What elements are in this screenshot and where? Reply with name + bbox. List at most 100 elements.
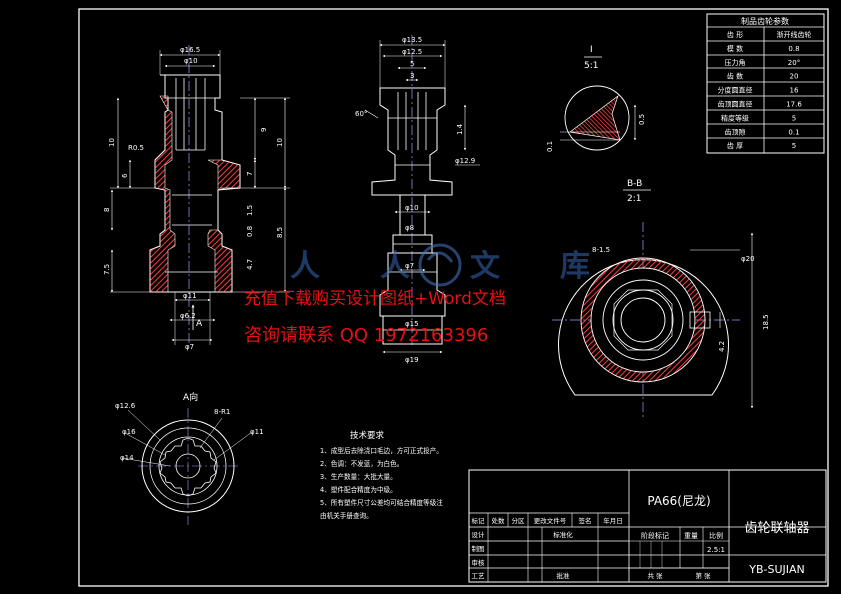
tech-req-title: 技术要求 (350, 430, 385, 441)
dim-front-1: φ10 (184, 57, 198, 65)
dim-front-8: φ6.2 (180, 312, 196, 320)
tech-req-item-2: 3、生产数量：大批大量。 (320, 472, 397, 481)
dim-side-9: φ7 (405, 262, 414, 270)
param-table-title: 制品齿轮参数 (741, 16, 789, 26)
dim-side-1: φ12.5 (402, 48, 422, 56)
tech-req-item-5: 由机关手册查询。 (320, 511, 373, 520)
dim-view-a-1: φ16 (122, 428, 136, 436)
title-row-1: 制图 (472, 544, 485, 553)
section-b-b-view: B-B 2:1 8-1.5 φ20 18.5 4.2 (552, 179, 770, 418)
dim-front-2: 10 (108, 138, 116, 147)
dim-side-10: φ19 (405, 356, 419, 364)
title-row-2: 审核 (472, 558, 486, 567)
detail-i-scale: 5:1 (584, 61, 598, 71)
dim-front-9: φ7 (185, 343, 194, 351)
dim-side-2: 5 (410, 60, 414, 68)
dim-front-7: φ11 (183, 292, 197, 300)
param-value: 20° (788, 59, 800, 67)
dim-section-1: φ20 (741, 255, 755, 263)
dim-view-a-3: 8-R1 (214, 408, 230, 416)
side-elevation-view: φ13.5 φ12.5 5 3 60° 1.4 φ12.9 φ10 φ8 φ7 … (355, 35, 480, 364)
param-label: 分度圆直径 (718, 86, 753, 95)
dim-section-2: 18.5 (762, 314, 770, 330)
title-weight-label: 重量 (684, 532, 698, 540)
param-label: 齿 厚 (727, 142, 743, 150)
param-value: 17.6 (786, 101, 802, 109)
dim-view-a-2: φ14 (120, 454, 134, 462)
param-value: 渐开线齿轮 (777, 30, 812, 39)
dim-side-3: 3 (410, 72, 414, 80)
param-label: 齿顶圆直径 (718, 100, 753, 109)
dim-front-6: 7.5 (103, 264, 111, 275)
dim-side-0: φ13.5 (402, 36, 422, 44)
watermark-logo: 人人文库 (290, 243, 650, 287)
detail-i-label: I (590, 45, 593, 55)
tech-req-item-4: 5、所有塑件尺寸公差均可结合精度等级注 (320, 498, 443, 507)
title-row-3: 工艺 (472, 572, 486, 580)
view-a: A向 φ12.6 φ16 φ14 8-R1 φ11 (115, 391, 264, 525)
dim-side-7: φ10 (405, 204, 419, 212)
dim-front-11: 10 (276, 138, 284, 147)
tech-req-item-3: 4、塑件配合精度为中级。 (320, 485, 397, 494)
title-header-0: 标记 (472, 516, 486, 525)
dim-front-10: 9 (260, 128, 268, 132)
dim-front-14: 0.8 (246, 226, 254, 237)
dim-detail-0: 0.1 (546, 141, 554, 152)
param-value: 20 (790, 73, 799, 81)
detail-view-i: I 5:1 0.1 0.5 (546, 45, 646, 152)
dim-front-0: φ16.5 (180, 46, 200, 54)
param-label: 精度等级 (721, 113, 749, 122)
tech-req-item-0: 1、成型后去除浇口毛边，方可正式投产。 (320, 446, 443, 455)
title-standard-label: 标准化 (553, 530, 573, 539)
title-header-2: 分区 (512, 516, 526, 525)
view-a-arrow-label: A (196, 319, 203, 329)
dim-side-6: φ12.9 (455, 157, 475, 165)
param-label: 压力角 (725, 58, 746, 67)
sheet-border (78, 8, 829, 587)
dim-front-16: 4.7 (246, 259, 254, 270)
title-approve-label: 批准 (557, 571, 571, 580)
view-a-label: A向 (183, 391, 198, 403)
title-material: PA66(尼龙) (647, 494, 710, 508)
param-value: 5 (792, 142, 796, 150)
param-value: 16 (790, 87, 799, 95)
param-label: 模 数 (727, 44, 743, 53)
watermark-line-1: 充值下载购买设计图纸+Word文档 (244, 289, 506, 309)
title-part-name: 齿轮联轴器 (744, 521, 809, 536)
param-value: 0.1 (788, 128, 799, 136)
title-ratio-label: 比例 (709, 531, 723, 540)
title-stage-label: 阶段标记 (641, 531, 669, 540)
param-label: 齿 数 (727, 72, 743, 81)
param-value: 0.8 (788, 45, 799, 53)
dim-front-12: 7 (246, 172, 254, 176)
section-bb-scale: 2:1 (627, 194, 641, 204)
dim-section-0: 8-1.5 (592, 246, 610, 254)
watermark-line-2: 咨询请联系 QQ 1972163396 (244, 325, 489, 346)
title-block: PA66(尼龙) 齿轮联轴器 YB-SUJIAN 阶段标记 重量 比例 2.5:… (468, 469, 827, 583)
dim-front-5: 8 (103, 208, 111, 212)
param-label: 齿顶隙 (725, 127, 746, 136)
dim-side-11: φ15 (405, 320, 419, 328)
dim-side-4: 60° (355, 110, 367, 118)
title-drawing-no: YB-SUJIAN (748, 563, 805, 576)
dim-detail-1: 0.5 (638, 114, 646, 125)
title-ratio-value: 2.5:1 (707, 546, 725, 554)
dim-side-5: 1.4 (456, 123, 464, 135)
watermark-logo-text: 人人文库 (290, 249, 650, 284)
section-bb-label: B-B (627, 179, 642, 189)
param-value: 5 (792, 114, 796, 122)
title-header-4: 签名 (579, 516, 592, 525)
dim-side-8: φ8 (405, 224, 414, 232)
title-row-0: 设计 (472, 530, 486, 539)
dim-view-a-4: φ11 (250, 428, 264, 436)
front-section-view: A φ16.5 φ10 10 R0.5 6 8 7.5 φ11 φ6.2 φ7 … (103, 45, 290, 351)
dim-front-3: R0.5 (128, 144, 144, 152)
title-header-5: 年月日 (603, 516, 623, 525)
title-sheet-label: 第 张 (695, 571, 711, 580)
title-header-3: 更改文件号 (534, 516, 567, 525)
title-header-1: 处数 (492, 516, 506, 525)
dim-front-4: 6 (121, 173, 129, 178)
